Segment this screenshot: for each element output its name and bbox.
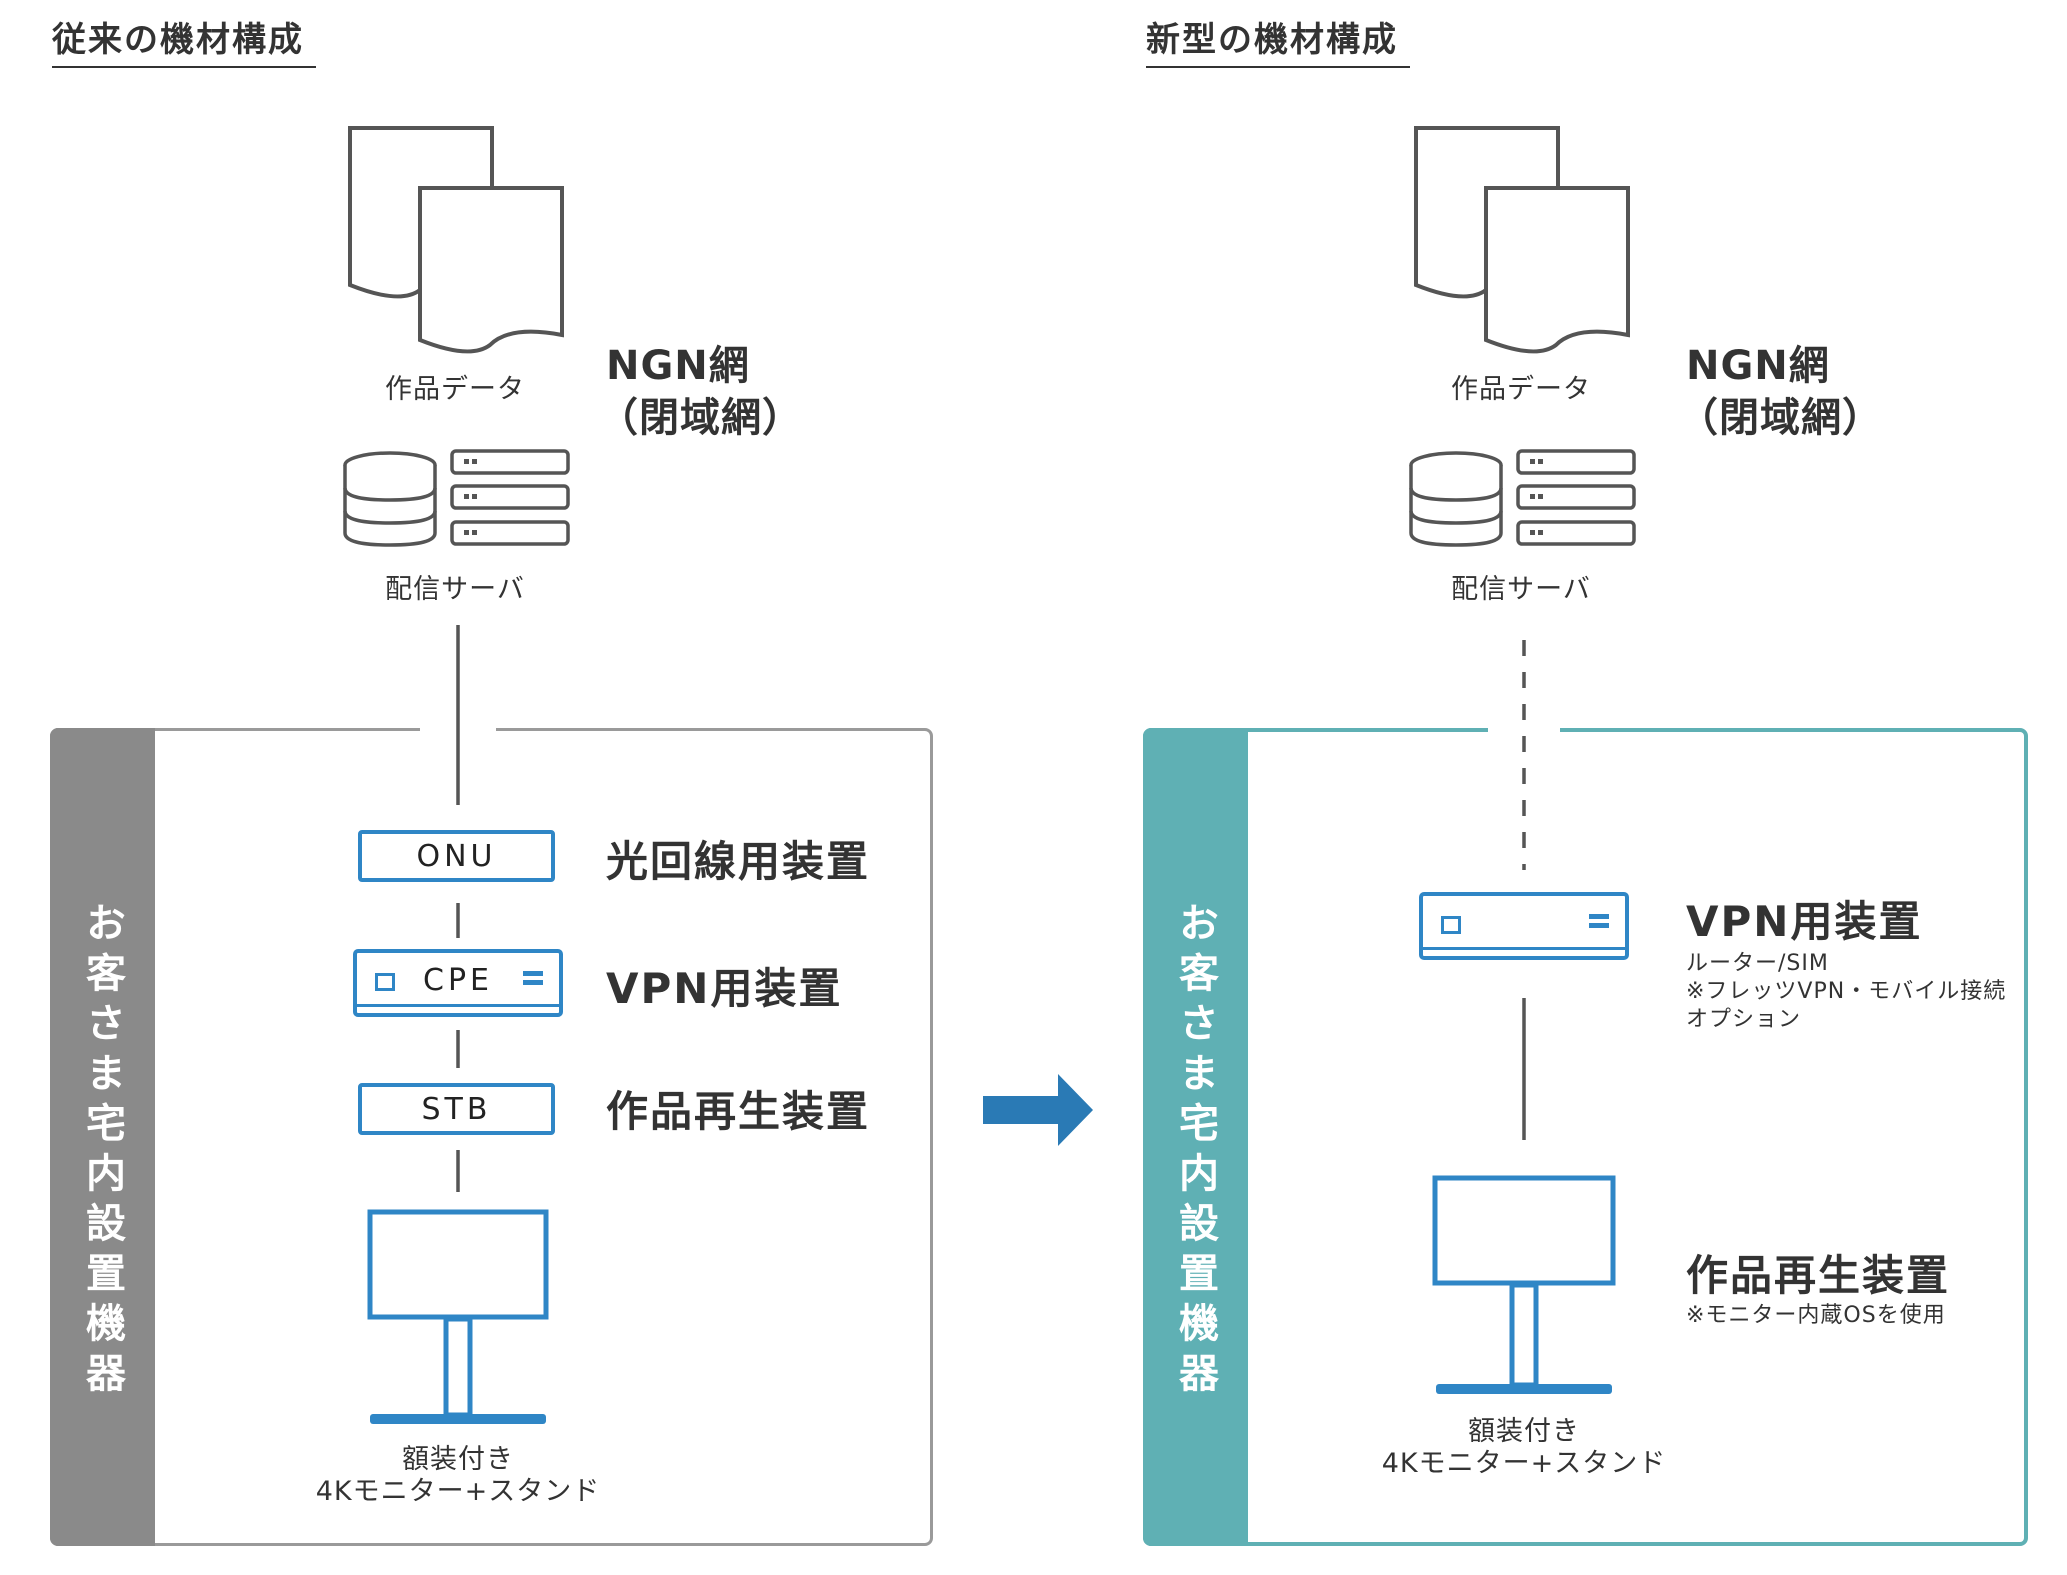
right-vpn-note1: ルーター/SIM (1686, 951, 1829, 976)
right-server-label: 配信サーバ (1451, 574, 1591, 605)
right-sidebar-text: お客さま宅内設置機器 (1172, 902, 1218, 1402)
left-heading-underline (52, 66, 316, 68)
right-works-label: 作品データ (1451, 374, 1591, 405)
stb-device-box: STB (358, 1083, 555, 1135)
left-panel-gap (420, 724, 496, 734)
stb-box-text: STB (421, 1091, 492, 1127)
right-panel-gap (1488, 724, 1560, 734)
left-ngn-line2: （閉域網） (598, 395, 803, 441)
onu-box-text: ONU (416, 838, 497, 874)
right-heading: 新型の機材構成 (1146, 20, 1398, 60)
right-player-note: ※モニター内蔵OSを使用 (1686, 1303, 1946, 1328)
right-player-label: 作品再生装置 (1686, 1251, 1951, 1300)
left-server-label: 配信サーバ (385, 574, 525, 605)
right-ngn-line1: NGN網 (1686, 343, 1830, 389)
cpe-label: VPN用装置 (606, 964, 843, 1013)
right-monitor-line2: 4Kモニター+スタンド (1381, 1448, 1667, 1479)
left-heading: 従来の機材構成 (52, 20, 304, 60)
cpe-base-line (357, 1004, 559, 1007)
vpn-base-line (1423, 947, 1625, 950)
right-vpn-label: VPN用装置 (1686, 897, 1923, 946)
left-ngn-line1: NGN網 (606, 343, 750, 389)
left-monitor-line1: 額装付き (402, 1444, 514, 1475)
vpn-vent-icon (1589, 914, 1609, 919)
right-monitor-caption: 額装付き 4Kモニター+スタンド (1356, 1416, 1692, 1480)
right-heading-underline (1146, 66, 1410, 68)
right-vpn-notes: ルーター/SIM ※フレッツVPN・モバイル接続 オプション (1686, 950, 2006, 1034)
cpe-vent-icon (523, 971, 543, 976)
right-sidebar (1143, 728, 1248, 1546)
cpe-device-box: CPE (353, 949, 563, 1017)
onu-label: 光回線用装置 (606, 837, 871, 886)
onu-device-box: ONU (358, 830, 555, 882)
vpn-device-box (1419, 892, 1629, 960)
right-monitor-line1: 額装付き (1468, 1416, 1580, 1447)
left-sidebar-text: お客さま宅内設置機器 (79, 902, 125, 1402)
cpe-box-text: CPE (423, 963, 493, 998)
left-ngn-label: NGN網 （閉域網） (598, 340, 803, 444)
right-vpn-note3: オプション (1686, 1007, 1802, 1032)
vpn-power-icon (1441, 916, 1461, 934)
stb-label: 作品再生装置 (606, 1087, 871, 1136)
right-ngn-label: NGN網 （閉域網） (1678, 340, 1883, 444)
left-monitor-line2: 4Kモニター+スタンド (315, 1476, 601, 1507)
right-vpn-note2: ※フレッツVPN・モバイル接続 (1686, 979, 2007, 1004)
cpe-power-icon (375, 973, 395, 991)
left-works-label: 作品データ (385, 374, 525, 405)
left-sidebar (50, 728, 155, 1546)
left-monitor-caption: 額装付き 4Kモニター+スタンド (290, 1444, 626, 1508)
right-ngn-line2: （閉域網） (1678, 395, 1883, 441)
